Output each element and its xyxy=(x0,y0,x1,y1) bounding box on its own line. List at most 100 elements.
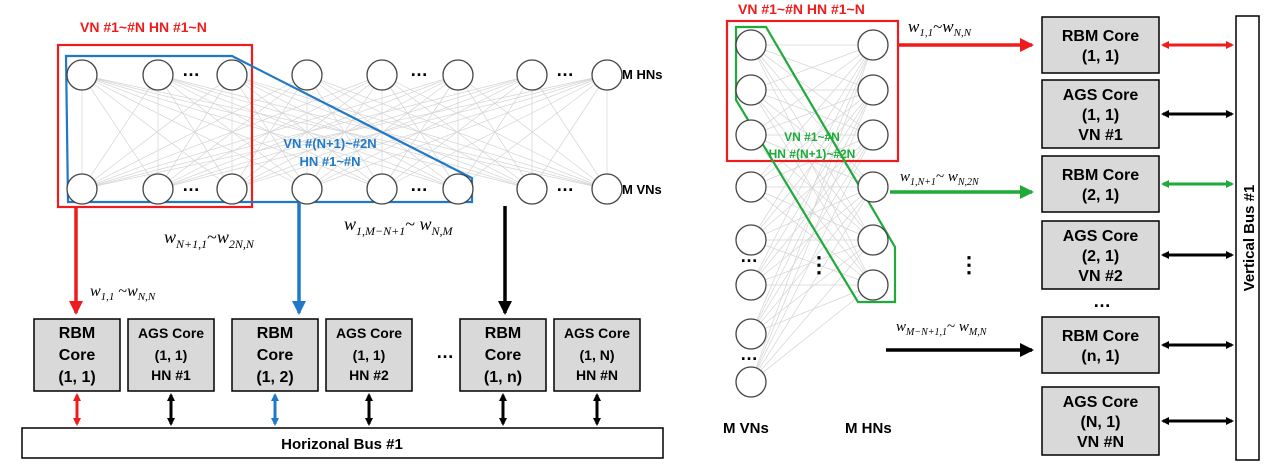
hidden-node xyxy=(216,59,248,91)
core-label-line: AGS Core xyxy=(1063,87,1139,104)
visible-node xyxy=(442,173,474,205)
mesh-line xyxy=(750,284,874,335)
core-label-line: (1, 1) xyxy=(1082,48,1119,65)
hidden-node xyxy=(291,59,323,91)
visible-node xyxy=(291,173,323,205)
hidden-node xyxy=(857,119,889,151)
hidden-node xyxy=(142,59,174,91)
core-label-line: Core xyxy=(257,347,294,364)
core-label-line: RBM Core xyxy=(1062,167,1139,184)
core-box-rect xyxy=(1041,386,1160,456)
mesh-line xyxy=(81,74,533,190)
core-label-line: HN #N xyxy=(576,367,618,383)
core-box-rect xyxy=(1041,155,1160,213)
right-weight-green: w1,N+1~ wN,2N xyxy=(900,169,980,188)
core-label-line: (2, 1) xyxy=(1082,187,1119,204)
left-m-hns-label: M HNs xyxy=(622,67,662,82)
left-blue-group-label-1: VN #(N+1)~#2N xyxy=(283,136,376,151)
left-weight-blue: wN+1,1~w2N,N xyxy=(164,227,255,251)
core-box: RBM Core (2, 1) xyxy=(1041,155,1160,213)
core-label-line: (n, 1) xyxy=(1081,348,1119,365)
core-box-rect xyxy=(325,318,413,392)
left-bottom-dots-2: … xyxy=(410,175,428,195)
left-red-group-box xyxy=(56,43,254,209)
core-label-line: HN #2 xyxy=(349,367,389,383)
mesh-line xyxy=(750,44,874,286)
left-blue-group-label-2: HN #1~#N xyxy=(299,154,360,169)
right-green-group-outline xyxy=(734,25,897,304)
horizontal-bus xyxy=(21,427,664,459)
left-panel: … … … … … … M HNs M VNs VN #1~#N HN #1~N… xyxy=(21,19,664,459)
core-label-line: RBM xyxy=(257,325,293,342)
core-label-line: (1, 1) xyxy=(155,347,188,363)
right-core-dots: … xyxy=(1093,291,1111,311)
right-bus-arrows xyxy=(1161,41,1234,425)
visible-node xyxy=(735,29,767,61)
core-label-line: (1, 2) xyxy=(256,369,293,386)
visible-node xyxy=(216,173,248,205)
core-label-line: VN #N xyxy=(1077,434,1124,451)
core-label-line: AGS Core xyxy=(138,325,204,341)
core-box-rect xyxy=(1041,316,1160,374)
visible-node xyxy=(366,173,398,205)
core-box-rect xyxy=(1041,220,1160,290)
left-weight-red: w1,1 ~wN,N xyxy=(90,283,156,303)
right-mid-vdots: ⋮ xyxy=(808,252,830,277)
mesh-line xyxy=(750,89,874,188)
mesh-line xyxy=(750,134,874,335)
core-label-line: (1, 1) xyxy=(1082,107,1119,124)
mesh-line xyxy=(750,239,874,335)
right-hidden-node-column xyxy=(857,29,889,301)
mesh-line xyxy=(750,89,874,335)
core-label-line: (1, 1) xyxy=(353,347,386,363)
core-box: RBM Core (1, 1) xyxy=(1041,16,1160,74)
core-label-line: Core xyxy=(485,347,522,364)
core-box-rect xyxy=(231,318,319,392)
mesh-line xyxy=(750,44,874,91)
vertical-bus-label: Vertical Bus #1 xyxy=(1241,185,1258,292)
mesh-line xyxy=(750,89,874,286)
mesh-line xyxy=(750,44,874,241)
mesh-line xyxy=(81,74,608,190)
mesh-line xyxy=(750,44,874,188)
left-visible-node-row xyxy=(66,173,623,205)
visible-node xyxy=(735,74,767,106)
hidden-node xyxy=(857,224,889,256)
left-connection-mesh xyxy=(81,74,608,190)
right-panel: … … ⋮ ⋮ VN #1~#N HN #1~N VN #1~#N HN #(N… xyxy=(723,1,1260,461)
right-visible-node-column xyxy=(735,29,767,398)
core-label-line: (1, n) xyxy=(484,369,522,386)
hidden-node xyxy=(66,59,98,91)
core-label-line: RBM Core xyxy=(1062,28,1139,45)
mesh-line xyxy=(750,284,874,383)
mesh-line xyxy=(750,89,874,136)
mesh-line xyxy=(81,74,308,190)
core-label-line: RBM Core xyxy=(1062,328,1139,345)
right-red-group-box xyxy=(725,19,900,163)
core-box-rect xyxy=(553,318,641,392)
left-hidden-node-row xyxy=(66,59,623,91)
horizontal-bus-label: Horizonal Bus #1 xyxy=(281,436,403,453)
core-label-line: AGS Core xyxy=(564,325,630,341)
mesh-line xyxy=(81,74,159,190)
mesh-line xyxy=(750,44,874,335)
left-top-dots-1: … xyxy=(182,60,200,80)
mesh-line xyxy=(750,89,874,383)
left-top-dots-3: … xyxy=(556,60,574,80)
right-vn-dots-1: … xyxy=(740,246,758,266)
mesh-line xyxy=(81,74,459,190)
core-label-line: HN #1 xyxy=(151,367,191,383)
core-box-rect xyxy=(1041,16,1160,74)
visible-node xyxy=(66,173,98,205)
mesh-line xyxy=(750,186,874,383)
core-label-line: RBM xyxy=(59,325,95,342)
right-m-hns-label: M HNs xyxy=(845,420,892,437)
mesh-line xyxy=(750,44,874,383)
visible-node xyxy=(516,173,548,205)
core-box: AGS Core(N, 1)VN #N xyxy=(1041,386,1160,456)
core-box-rect xyxy=(33,318,121,392)
